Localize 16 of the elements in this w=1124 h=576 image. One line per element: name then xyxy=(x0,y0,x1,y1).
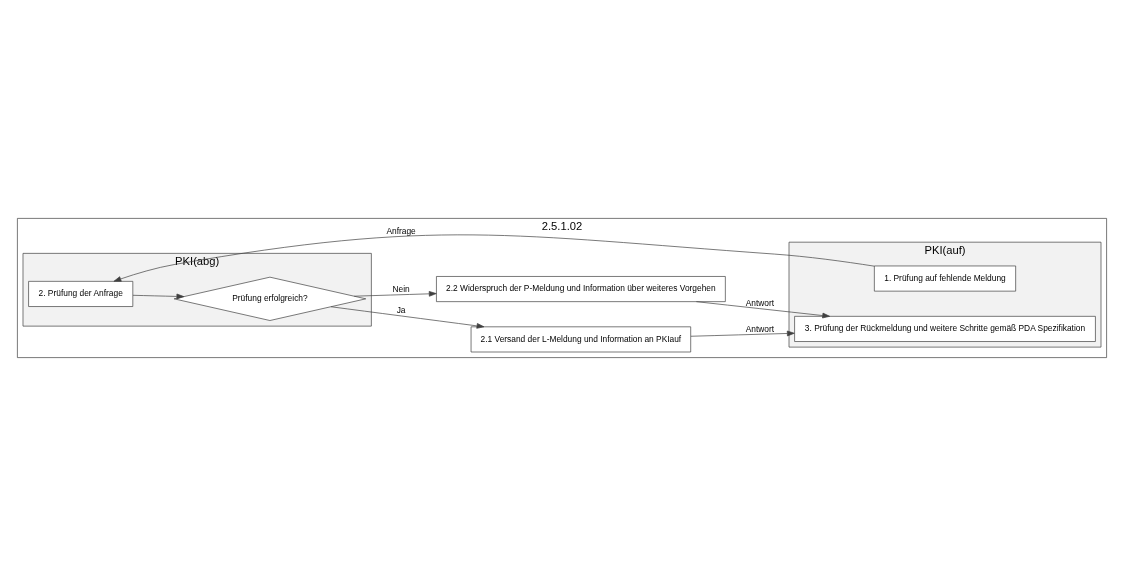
node-box: 2.1 Versand der L-Meldung und Information an PKIauf xyxy=(470,326,692,353)
edge-label: Nein xyxy=(392,284,410,295)
arrow xyxy=(353,291,437,297)
node-box: 2. Prüfung der Anfrage xyxy=(28,281,134,307)
edge-label: Antwort xyxy=(745,324,775,335)
arrow xyxy=(330,306,485,329)
arrow xyxy=(690,330,795,337)
arrow xyxy=(696,301,830,319)
edge-label: Anfrage xyxy=(386,225,416,236)
edge-label: Ja xyxy=(396,304,406,315)
node-box: 3. Prüfung der Rückmeldung und weitere Schritte gemäß PDA Spezifikation xyxy=(794,315,1096,342)
node-box: 2.2 Widerspruch der P-Meldung und Information über weiteres Vorgehen xyxy=(436,276,726,302)
arrow xyxy=(132,293,185,300)
node-box: 1. Prüfung auf fehlende Meldung xyxy=(874,265,1016,292)
arrow xyxy=(113,234,875,282)
edge-label: Antwort xyxy=(745,297,775,308)
